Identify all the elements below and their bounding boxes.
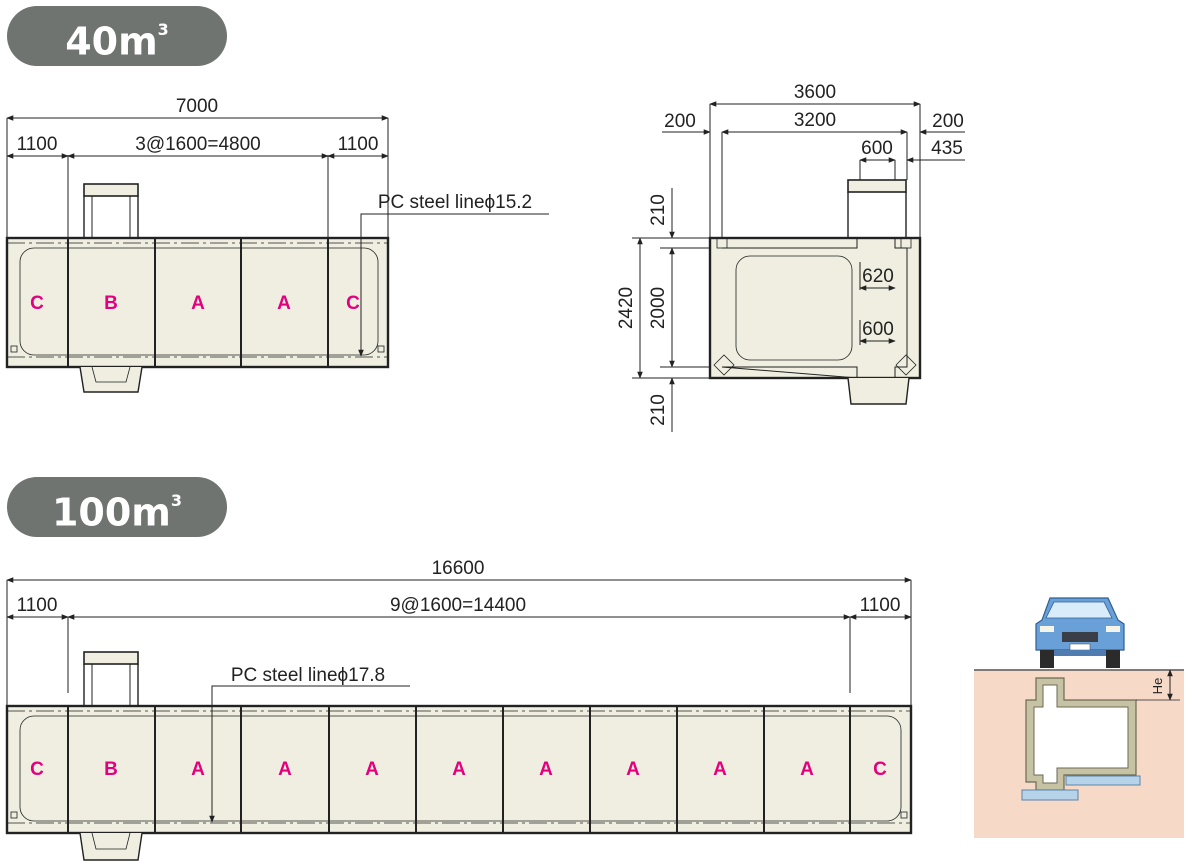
segments-100: C B A A A A A A A A C <box>30 759 887 780</box>
base-slab-right <box>1065 775 1141 786</box>
segment-letter: A <box>800 759 814 780</box>
title-100-text: 100m <box>51 490 171 535</box>
segment-letter: A <box>191 759 205 780</box>
segment-letter: A <box>452 759 466 780</box>
dim-left-offset: 200 <box>664 111 696 132</box>
dim-40-end-right: 1100 <box>338 134 379 155</box>
steel-line-40: PC steel lineϕ15.2 <box>378 192 532 213</box>
title-100-sup: 3 <box>170 491 183 510</box>
dim-inner-bottom: 600 <box>862 319 894 340</box>
dim-height-inner: 2000 <box>648 287 669 329</box>
tank-inner <box>1033 684 1129 784</box>
dim-40-middle: 3@1600=4800 <box>135 134 261 155</box>
dim-100-middle: 9@1600=14400 <box>390 595 526 616</box>
segment-letter: C <box>30 293 44 314</box>
segment-letter: A <box>539 759 553 780</box>
segment-letter: C <box>30 759 44 780</box>
segment-letter: B <box>104 293 118 314</box>
segments-40: C B A A C <box>30 293 360 314</box>
plan-40-text: 7000 1100 3@1600=4800 1100 PC steel line… <box>17 96 533 213</box>
base-slab <box>1021 789 1079 801</box>
cross-section-40-text: 3600 3200 200 200 600 435 620 600 210 24… <box>616 82 964 426</box>
title-40-sup: 3 <box>157 20 169 39</box>
dim-width-outer: 3600 <box>794 82 836 103</box>
dim-right-offset: 200 <box>932 111 964 132</box>
segment-letter: C <box>873 759 887 780</box>
dim-bottom: 210 <box>648 394 669 426</box>
dim-right-edge: 435 <box>931 138 963 159</box>
segment-letter: A <box>365 759 379 780</box>
plan-100-text: 16600 1100 9@1600=14400 1100 PC steel li… <box>17 558 901 686</box>
dim-100-overall: 16600 <box>432 558 485 579</box>
steel-line-100: PC steel lineϕ17.8 <box>231 665 385 686</box>
dim-height-outer: 2420 <box>616 287 637 329</box>
inset-illustration: He <box>974 597 1184 838</box>
segment-letter: A <box>713 759 727 780</box>
dim-40-overall: 7000 <box>176 96 218 117</box>
segment-letter: A <box>277 293 291 314</box>
dim-100-end-left: 1100 <box>17 595 58 616</box>
he-label: He <box>1150 678 1165 695</box>
section-title-100: 100m3 <box>7 477 227 537</box>
segment-letter: C <box>346 293 360 314</box>
segment-letter: A <box>191 293 205 314</box>
segment-letter: B <box>104 759 118 780</box>
section-title-40: 40m3 <box>7 6 227 66</box>
car-icon <box>1035 597 1125 668</box>
dim-100-end-right: 1100 <box>860 595 901 616</box>
dim-opening: 600 <box>861 138 893 159</box>
dim-inner-top: 620 <box>862 266 894 287</box>
segment-letter: A <box>626 759 640 780</box>
dim-width-inner: 3200 <box>794 110 836 131</box>
dim-40-end-left: 1100 <box>17 134 58 155</box>
segment-letter: A <box>278 759 292 780</box>
plan-40 <box>5 115 549 393</box>
title-40-text: 40m <box>65 19 158 64</box>
cross-section-40 <box>632 101 965 432</box>
plan-100 <box>5 577 913 861</box>
dim-top: 210 <box>648 194 669 226</box>
